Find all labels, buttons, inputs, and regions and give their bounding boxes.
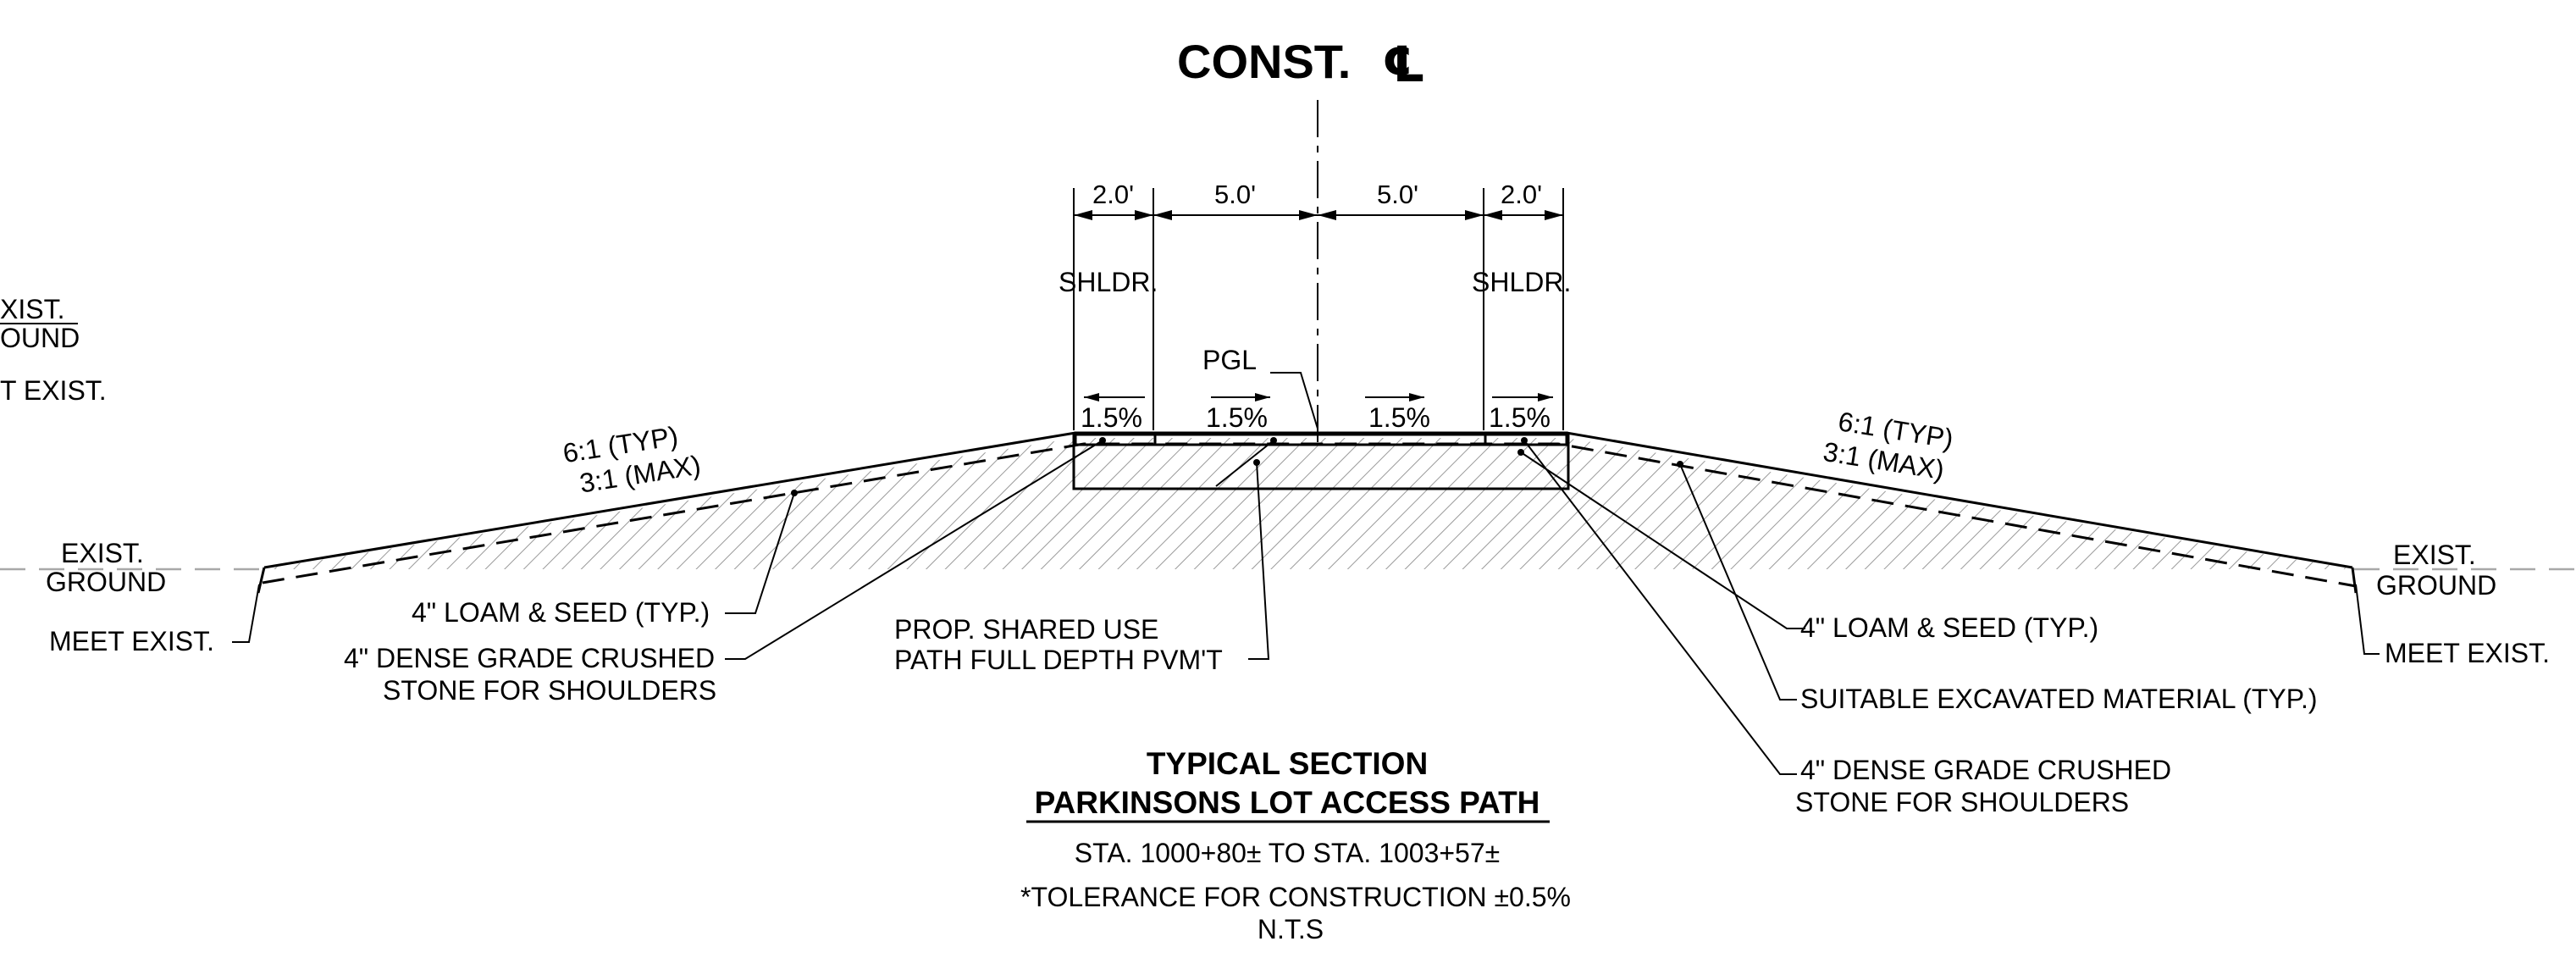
centerline-label: CONST. xyxy=(1177,35,1351,88)
left-loam-seed: 4" LOAM & SEED (TYP.) xyxy=(412,597,710,628)
left-edge-meet-exist: T EXIST. xyxy=(0,375,107,406)
right-meet-exist: MEET EXIST. xyxy=(2385,638,2550,668)
leader-lines xyxy=(232,372,2380,775)
pavement-label-1: PROP. SHARED USE xyxy=(894,614,1158,645)
left-edge-exist: XIST. xyxy=(0,294,64,324)
right-crushed-1: 4" DENSE GRADE CRUSHED xyxy=(1800,755,2171,785)
shoulder-label-right: SHLDR. xyxy=(1472,267,1571,297)
left-crushed-2: STONE FOR SHOULDERS xyxy=(383,675,716,706)
left-shoulder-block xyxy=(1074,431,1157,446)
dimension-extension-lines xyxy=(1073,188,1564,430)
dim-right-shoulder: 2.0' xyxy=(1501,180,1542,209)
right-slope-end xyxy=(2351,567,2358,594)
scale-note: N.T.S xyxy=(1258,914,1324,944)
construction-tolerance: *TOLERANCE FOR CONSTRUCTION ±0.5% xyxy=(1020,882,1571,912)
left-exist-ground-1: EXIST. xyxy=(61,538,144,568)
left-slope-end xyxy=(257,567,266,594)
subbase-box xyxy=(1072,433,1570,490)
cross-slope-2: 1.5% xyxy=(1206,402,1268,433)
right-suitable-material: SUITABLE EXCAVATED MATERIAL (TYP.) xyxy=(1800,684,2318,714)
left-edge-ground: OUND xyxy=(0,323,80,353)
embankment-hatch xyxy=(263,438,2354,569)
finished-grade-line xyxy=(263,431,2353,569)
leader-dots xyxy=(791,437,1683,496)
right-exist-ground-2: GROUND xyxy=(2376,570,2496,601)
right-exist-ground-1: EXIST. xyxy=(2393,540,2476,570)
right-crushed-2: STONE FOR SHOULDERS xyxy=(1795,787,2129,817)
section-subtitle: PARKINSONS LOT ACCESS PATH xyxy=(1035,785,1540,820)
right-shoulder-block xyxy=(1484,431,1568,446)
section-title: TYPICAL SECTION xyxy=(1147,746,1428,781)
dimension-arrows xyxy=(1074,210,1563,220)
station-range: STA. 1000+80± TO STA. 1003+57± xyxy=(1075,838,1500,868)
cross-slope-arrowheads xyxy=(1084,393,1553,401)
dim-right-path: 5.0' xyxy=(1377,180,1418,209)
cross-slope-1: 1.5% xyxy=(1081,402,1142,433)
dim-left-shoulder: 2.0' xyxy=(1092,180,1134,209)
shoulder-label-left: SHLDR. xyxy=(1059,267,1158,297)
centerline-symbol: ℄ xyxy=(1382,37,1426,92)
left-exist-ground-2: GROUND xyxy=(46,567,166,597)
cross-slope-3: 1.5% xyxy=(1368,402,1430,433)
pavement-label-2: PATH FULL DEPTH PVM'T xyxy=(894,645,1223,675)
right-loam-seed: 4" LOAM & SEED (TYP.) xyxy=(1800,612,2098,643)
cross-slope-4: 1.5% xyxy=(1489,402,1551,433)
pgl-label: PGL xyxy=(1202,345,1257,375)
left-crushed-1: 4" DENSE GRADE CRUSHED xyxy=(344,643,715,673)
left-meet-exist: MEET EXIST. xyxy=(49,626,214,656)
dim-left-path: 5.0' xyxy=(1214,180,1256,209)
